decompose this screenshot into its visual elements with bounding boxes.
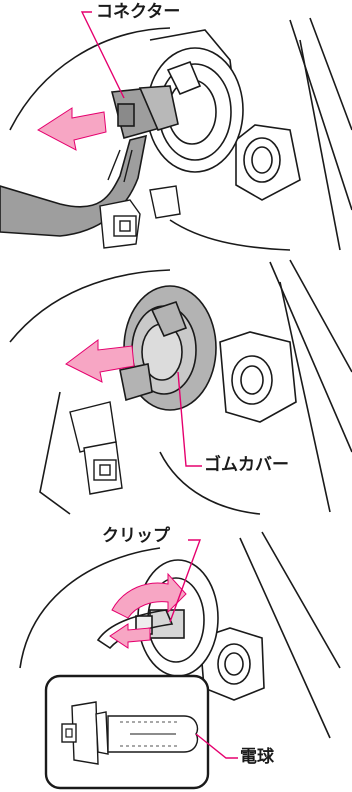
connector <box>110 85 179 139</box>
housing-boss <box>219 331 297 423</box>
rubber-cover-label: ゴムカバー <box>204 455 289 475</box>
pull-direction-arrow <box>65 339 135 383</box>
rubber-cover <box>119 285 217 411</box>
bulb-label: 電球 <box>240 747 274 767</box>
step-2-illustration <box>9 259 352 515</box>
step-3-remove-bulb: クリップ 電球 <box>0 518 352 792</box>
step-1-illustration <box>0 11 352 251</box>
step-2-remove-rubber-cover: ゴムカバー <box>0 252 352 518</box>
rubber-cover-leader-line <box>177 371 202 467</box>
headlight-housing-edge <box>9 27 171 131</box>
pull-bulb-arrow <box>109 623 151 649</box>
clip-label: クリップ <box>102 526 170 546</box>
headlight-housing-edge <box>19 547 161 669</box>
pull-direction-arrow <box>37 107 107 151</box>
headlight-housing-edge <box>9 269 171 343</box>
clip-leader-line <box>169 539 202 623</box>
bulb-inset <box>44 674 210 790</box>
bulb-leader-line <box>195 733 238 759</box>
release-clip-arrow <box>111 572 187 619</box>
connector-leader-line <box>80 11 125 99</box>
step-1-disconnect-connector: コネクター <box>0 0 352 252</box>
housing-boss <box>235 124 301 201</box>
step-3-illustration <box>19 531 341 790</box>
connector-label: コネクター <box>96 2 181 22</box>
